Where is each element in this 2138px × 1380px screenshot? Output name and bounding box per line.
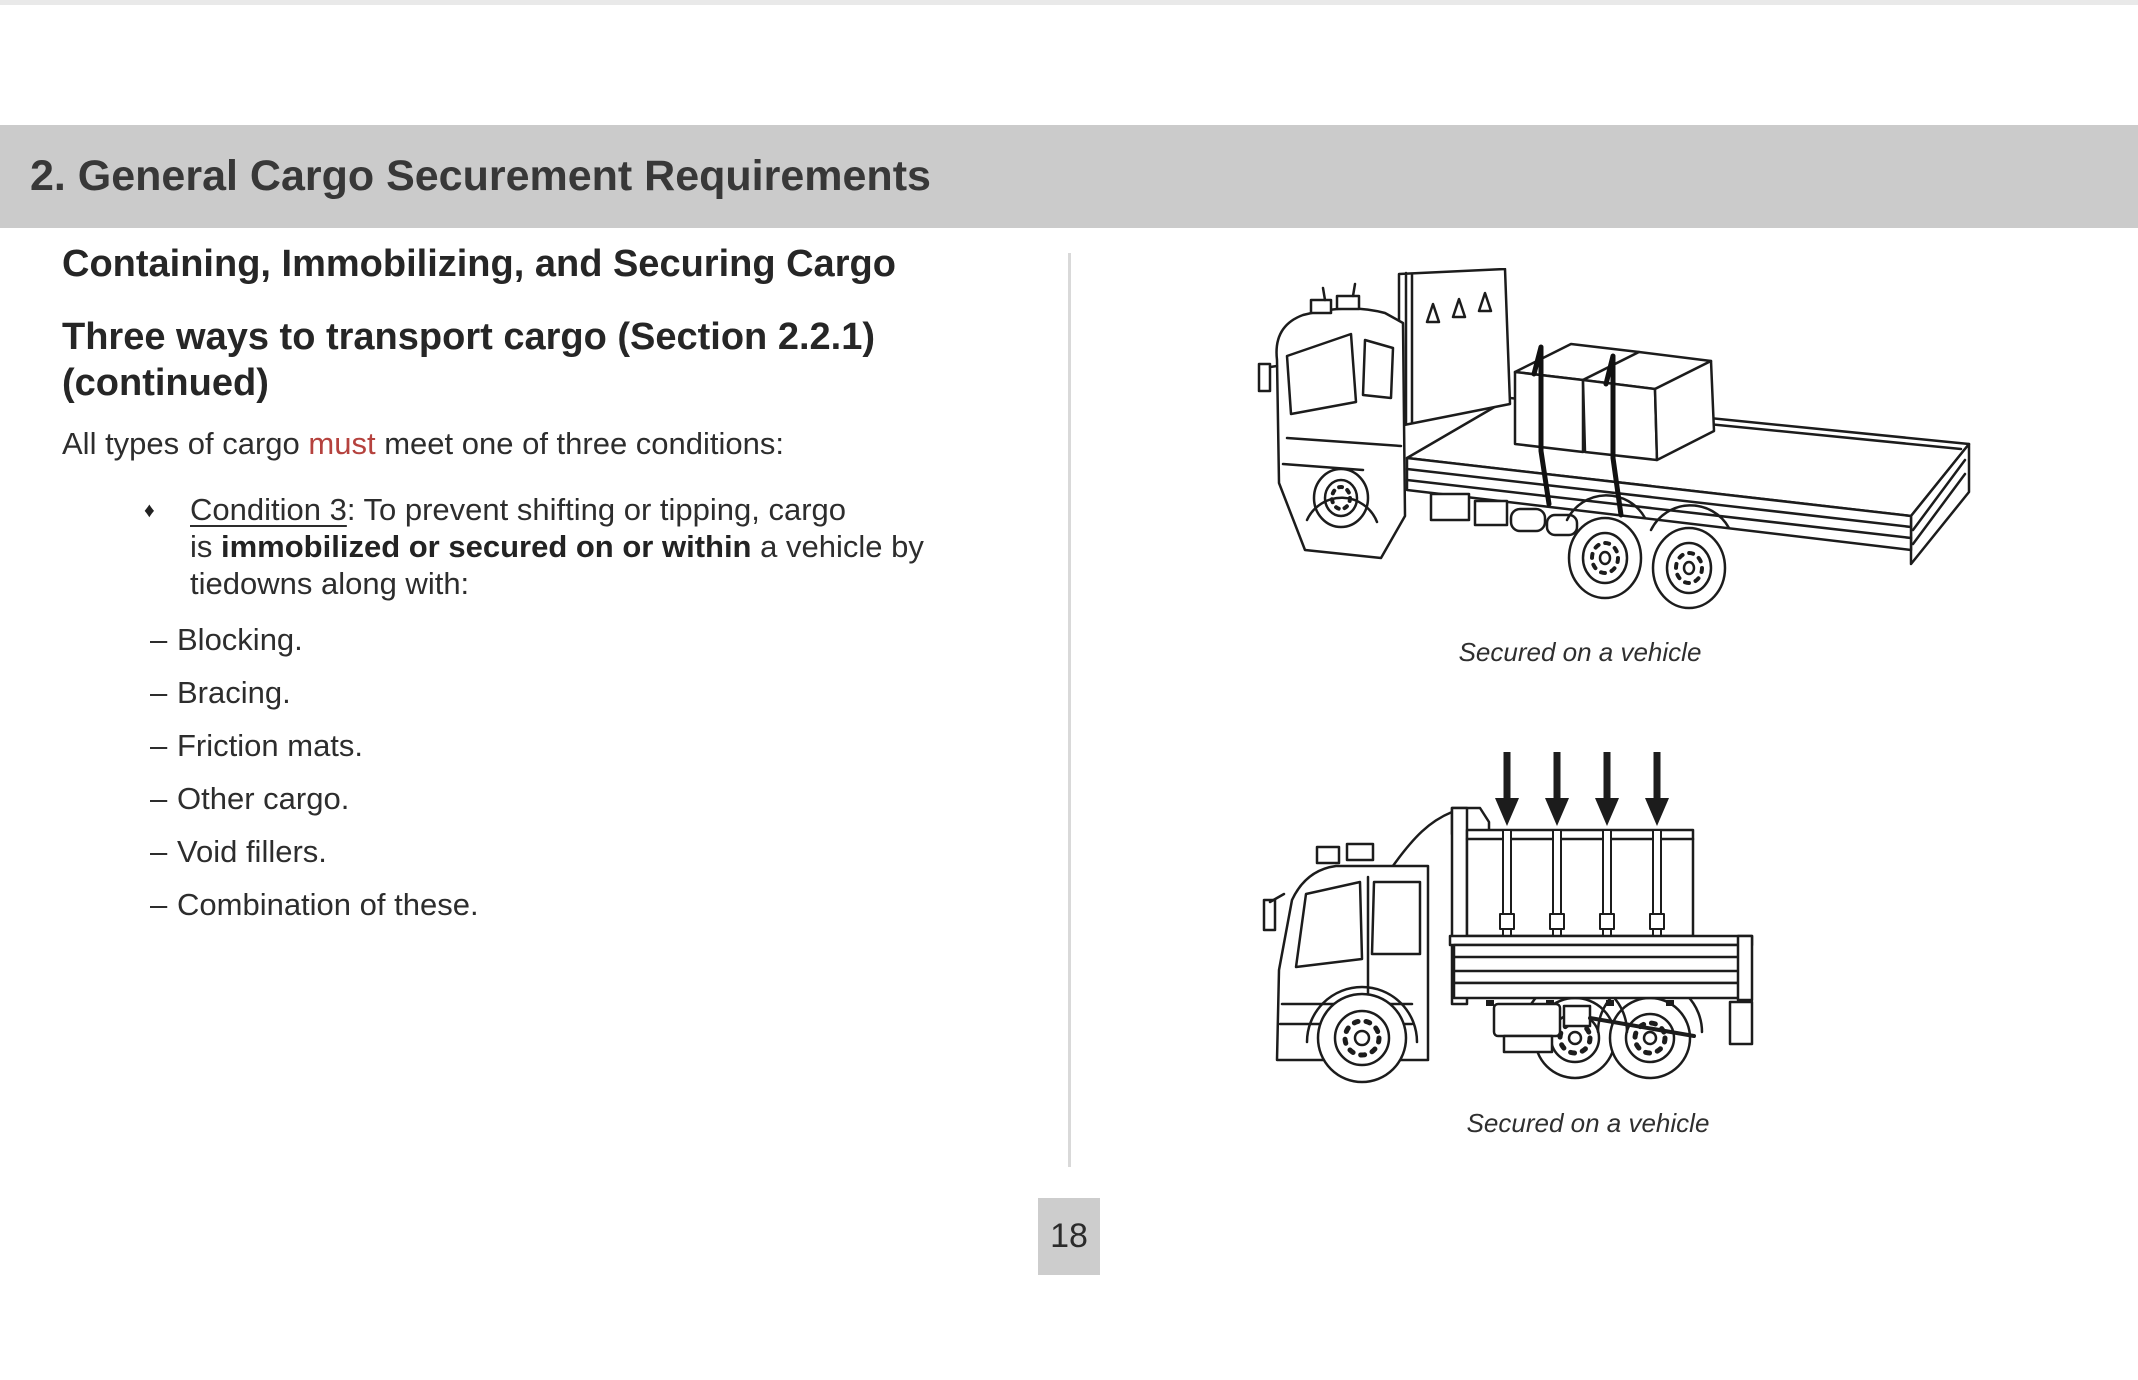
figure-secured-on-vehicle-top [1253,268,1983,620]
page-subtitle-line1: Three ways to transport cargo (Section 2… [62,316,875,358]
front-wheel [1305,985,1419,1084]
list-item: –Friction mats. [150,719,479,772]
page-subtitle-line2: (continued) [62,362,269,404]
page-number: 18 [1050,1217,1088,1255]
front-wheel [1305,467,1379,529]
headboard [1397,268,1512,428]
page-subtitle: Three ways to transport cargo (Section 2… [62,314,875,406]
intro-emphasis-red: must [308,426,376,461]
wind-deflector [1388,810,1454,872]
list-item-label: Combination of these. [177,886,479,922]
condition-3-paragraph: Condition 3: To prevent shifting or tipp… [190,491,930,602]
warning-triangle-icon [1451,297,1467,319]
intro-text-post: meet one of three conditions: [375,426,785,461]
figure-secured-on-vehicle-bottom [1262,742,1762,1100]
condition-3-line2-pre: is [190,529,221,564]
condition-3-line1-rest: : To prevent shifting or tipping, cargo [346,492,847,527]
page-title: Containing, Immobilizing, and Securing C… [62,243,896,285]
dash-marker: – [150,621,168,657]
list-item: –Blocking. [150,613,479,666]
tiedown-methods-list: –Blocking. –Bracing. –Friction mats. –Ot… [150,613,479,931]
list-item-label: Void fillers. [177,833,327,869]
condition-3-bold: immobilized or secured on or within [221,529,752,564]
rear-wheels [1565,494,1731,610]
top-edge-strip [0,0,2138,5]
section-header-bar: 2. General Cargo Securement Requirements [0,125,2138,228]
warning-triangle-icon [1477,291,1493,313]
list-item-label: Friction mats. [177,727,364,763]
figure-caption: Secured on a vehicle [1466,1108,1710,1138]
condition-3-line3: tiedowns along with: [190,566,470,601]
list-item-label: Other cargo. [177,780,350,816]
condition-3-line2: is immobilized or secured on or within a… [190,528,930,565]
truck-side-view-illustration [1262,752,1754,1084]
list-item: –Void fillers. [150,825,479,878]
condition-3-line1: Condition 3: To prevent shifting or tipp… [190,491,930,528]
list-item-label: Bracing. [177,674,291,710]
list-item: –Combination of these. [150,878,479,931]
list-item: –Bracing. [150,666,479,719]
warning-triangle-icon [1425,302,1441,324]
tiedown-straps [1531,344,1624,518]
truck-bed [1448,934,1754,1046]
page-number-badge: 18 [1038,1198,1100,1275]
section-title: 2. General Cargo Securement Requirements [30,152,931,200]
condition-3-line2-post: a vehicle by [751,529,924,564]
intro-text-pre: All types of cargo [62,426,309,461]
column-divider [1068,253,1071,1167]
under-bed-equipment [1492,1002,1696,1054]
diamond-bullet-icon: ♦ [144,499,155,522]
condition-3-underlined: Condition 3 [190,492,347,527]
intro-sentence: All types of cargo must meet one of thre… [62,424,784,464]
truck-cab [1257,282,1407,560]
list-item-label: Blocking. [177,621,303,657]
figure-caption: Secured on a vehicle [1458,637,1702,667]
downward-force-arrows [1495,752,1669,826]
dash-marker: – [150,780,168,816]
list-item: –Other cargo. [150,772,479,825]
dash-marker: – [150,886,168,922]
flatbed-truck-perspective-illustration [1257,268,1971,610]
dash-marker: – [150,674,168,710]
dash-marker: – [150,727,168,763]
dash-marker: – [150,833,168,869]
under-bed-equipment [1429,492,1579,537]
cargo-boxes [1513,342,1716,462]
